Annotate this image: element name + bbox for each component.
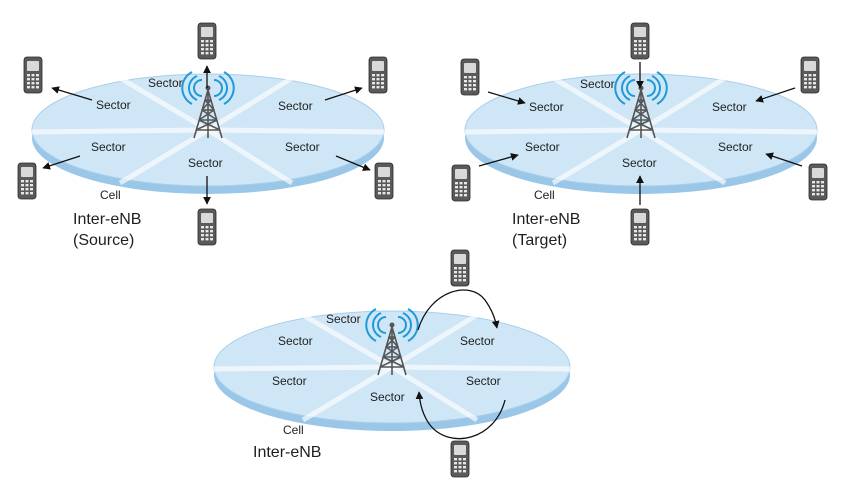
target-sector-dividers (464, 75, 818, 186)
source-arrow-lower-left (42, 155, 81, 170)
source-phone-upper-left-icon (23, 56, 43, 94)
intra-cell-group: Sector Sector Sector Sector Sector Secto… (213, 249, 571, 478)
intra-sector-label-upper-right: Sector (460, 334, 495, 348)
intra-sector-dividers (213, 312, 571, 423)
target-sector-label-lower-right: Sector (718, 140, 753, 154)
target-cell-group: Sector Sector Sector Sector Sector Secto… (451, 22, 828, 249)
source-sector-label-upper-right: Sector (278, 99, 313, 113)
source-sector-label-lower-right: Sector (285, 140, 320, 154)
intra-sector-label-top: Sector (326, 312, 361, 326)
source-enb-subtitle: (Source) (73, 232, 134, 249)
target-enb-subtitle: (Target) (512, 232, 567, 249)
intra-sector-label-lower-left: Sector (272, 374, 307, 388)
source-cell-group: Sector Sector Sector Sector Sector Secto… (17, 22, 394, 249)
source-phone-bottom-icon (197, 208, 217, 246)
source-enb-title: Inter-eNB (73, 211, 141, 228)
source-sector-dividers (31, 75, 385, 186)
intra-sector-label-bottom: Sector (370, 390, 405, 404)
source-sector-label-top: Sector (148, 76, 183, 90)
target-arrow-upper-left (487, 91, 526, 105)
target-phone-upper-right-icon (800, 56, 820, 94)
target-arrow-lower-left (478, 153, 519, 167)
target-phone-lower-right-icon (808, 163, 828, 201)
source-phone-upper-right-icon (368, 56, 388, 94)
source-sector-label-bottom: Sector (188, 156, 223, 170)
source-cell-label: Cell (100, 188, 121, 202)
target-cell-label: Cell (534, 188, 555, 202)
target-sector-label-top: Sector (580, 77, 615, 91)
target-phone-lower-left-icon (451, 164, 471, 202)
intra-phone-top-icon (450, 249, 470, 287)
source-phone-top-icon (197, 22, 217, 60)
target-phone-upper-left-icon (460, 58, 480, 96)
intra-phone-bottom-icon (450, 440, 470, 478)
intra-enb-title: Inter-eNB (253, 444, 321, 461)
target-sector-label-lower-left: Sector (525, 140, 560, 154)
intra-handover-arrow-top (417, 289, 500, 331)
target-sector-label-bottom: Sector (622, 156, 657, 170)
target-sector-label-upper-left: Sector (529, 100, 564, 114)
target-arrow-upper-right (755, 87, 796, 103)
target-arrow-lower-right (765, 152, 803, 167)
intra-cell-label: Cell (283, 423, 304, 437)
source-phone-lower-left-icon (17, 162, 37, 200)
source-arrow-lower-right (335, 155, 371, 171)
intra-sector-label-upper-left: Sector (278, 334, 313, 348)
source-sector-label-lower-left: Sector (91, 140, 126, 154)
target-phone-bottom-icon (630, 208, 650, 246)
source-sector-label-upper-left: Sector (96, 98, 131, 112)
target-sector-label-upper-right: Sector (712, 100, 747, 114)
intra-handover-arrow-bottom (415, 391, 506, 440)
target-enb-title: Inter-eNB (512, 211, 580, 228)
source-arrow-upper-right (324, 86, 363, 101)
source-phone-lower-right-icon (374, 162, 394, 200)
intra-sector-label-lower-right: Sector (466, 374, 501, 388)
target-phone-top-icon (630, 22, 650, 60)
source-arrow-upper-left (51, 86, 93, 101)
